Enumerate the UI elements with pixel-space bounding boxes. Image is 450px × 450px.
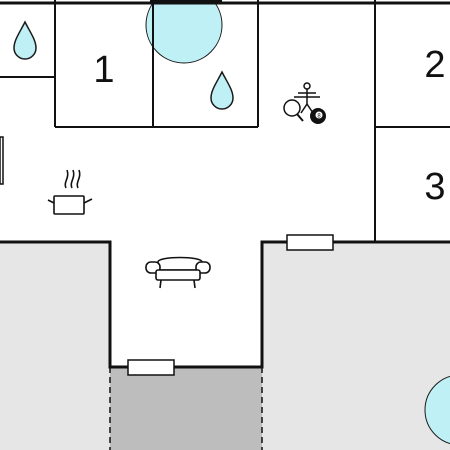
terrace-outline [109,367,263,450]
window [0,136,4,185]
sofa-icon [145,256,211,289]
cooking-pot-icon [47,169,93,215]
table-tennis-icon [283,99,304,122]
table-football-icon [294,82,320,114]
room-number-3: 3 [424,166,445,208]
svg-text:8: 8 [317,114,321,120]
water-drop-icon [13,20,37,60]
water-drop-icon [210,70,234,110]
hot-tub-icon [145,0,223,64]
terrace [110,367,262,450]
pool-icon [424,375,450,445]
room-number-1: 1 [93,49,114,91]
door [127,359,175,376]
interior-floor [0,0,450,367]
billiards-ball-icon: 8 [310,108,326,124]
door [286,234,334,251]
room-number-2: 2 [424,44,445,86]
